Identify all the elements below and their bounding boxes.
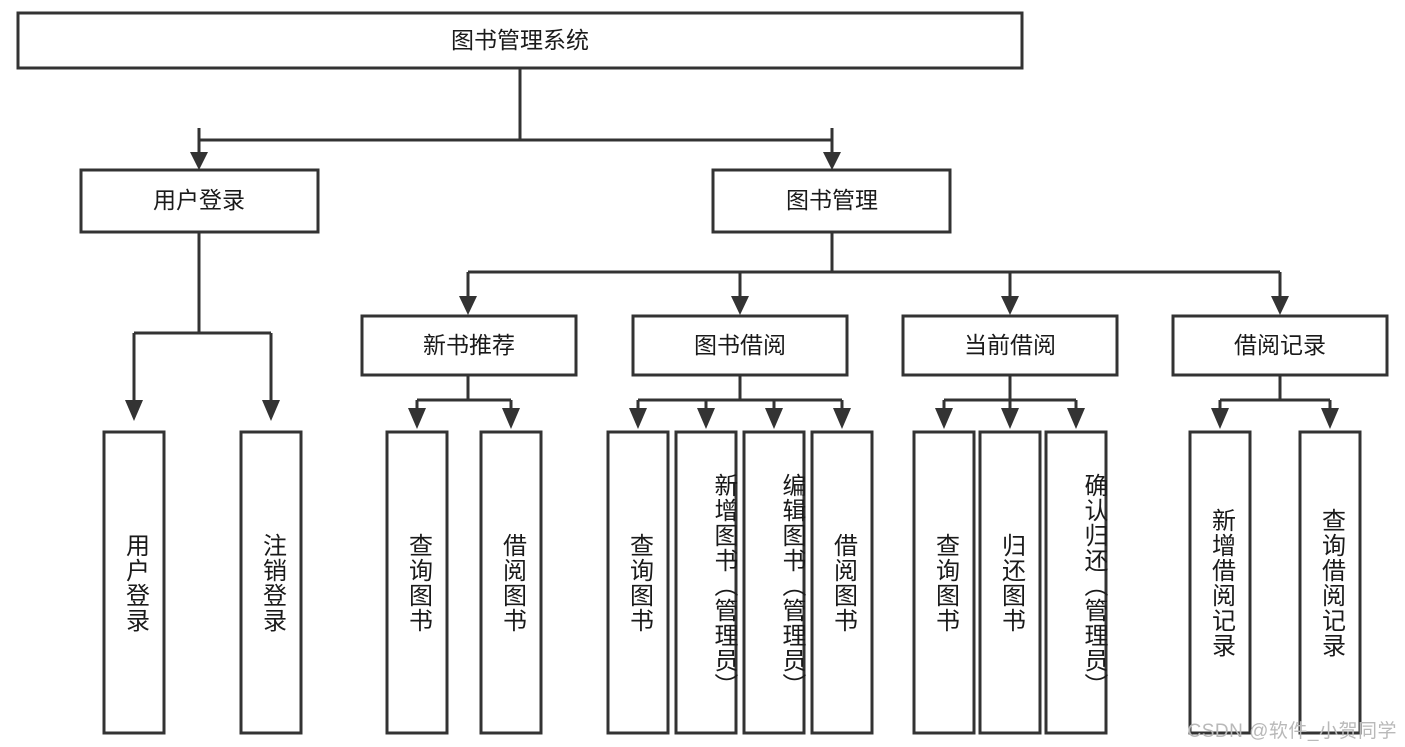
arrowhead-leaf-edit-book bbox=[765, 408, 783, 429]
arrowhead-borrow-record bbox=[1271, 296, 1289, 315]
leaf-box-add-record[interactable] bbox=[1188, 430, 1252, 735]
leaf-box-confirm-return[interactable] bbox=[1044, 430, 1108, 735]
node-book-management[interactable]: 图书管理 bbox=[711, 168, 952, 234]
node-user-login-label: 用户登录 bbox=[153, 187, 245, 213]
node-new-book-recommend-box[interactable] bbox=[360, 314, 578, 377]
arrowhead-leaf-query-book-2 bbox=[629, 408, 647, 429]
node-current-borrow[interactable]: 当前借阅 bbox=[901, 314, 1119, 377]
arrowhead-leaf-query-book-3 bbox=[935, 408, 953, 429]
arrowhead-leaf-add-record bbox=[1211, 408, 1229, 429]
node-book-management-box[interactable] bbox=[711, 168, 952, 234]
leaf-box-borrow-book-2[interactable] bbox=[810, 430, 874, 735]
node-current-borrow-label: 当前借阅 bbox=[964, 332, 1056, 358]
leaf-box-user-login[interactable] bbox=[102, 430, 166, 735]
watermark-text: CSDN @软件_小贺同学 bbox=[1187, 721, 1397, 742]
arrowhead-leaf-user-login bbox=[125, 400, 143, 421]
arrowhead-leaf-query-record bbox=[1321, 408, 1339, 429]
node-user-login[interactable]: 用户登录 bbox=[79, 168, 320, 234]
node-book-borrow[interactable]: 图书借阅 bbox=[631, 314, 849, 377]
arrowhead-new-book-recommend bbox=[459, 296, 477, 315]
node-borrow-record-label: 借阅记录 bbox=[1234, 332, 1326, 358]
node-current-borrow-box[interactable] bbox=[901, 314, 1119, 377]
arrowhead-current-borrow bbox=[1001, 296, 1019, 315]
leaf-box-query-book-3[interactable] bbox=[912, 430, 976, 735]
arrowhead-book-management bbox=[823, 152, 841, 170]
arrowhead-leaf-return-book bbox=[1001, 408, 1019, 429]
connector-group-book-management bbox=[459, 232, 1289, 315]
arrowhead-leaf-query-book-1 bbox=[408, 408, 426, 429]
connector-group-root bbox=[190, 68, 841, 170]
node-root-label: 图书管理系统 bbox=[451, 27, 589, 53]
node-user-login-box[interactable] bbox=[79, 168, 320, 234]
node-book-borrow-label: 图书借阅 bbox=[694, 332, 786, 358]
leaf-box-logout[interactable] bbox=[239, 430, 303, 735]
connector-group-new-book-recommend bbox=[408, 375, 520, 429]
leaf-box-query-book-2[interactable] bbox=[606, 430, 670, 735]
arrowhead-user-login bbox=[190, 152, 208, 170]
leaf-box-edit-book[interactable] bbox=[742, 430, 806, 735]
node-root-box[interactable] bbox=[16, 11, 1024, 70]
leaf-box-query-book-1[interactable] bbox=[385, 430, 449, 735]
connector-group-borrow-record bbox=[1211, 375, 1339, 429]
leaf-box-return-book[interactable] bbox=[978, 430, 1042, 735]
node-book-management-label: 图书管理 bbox=[786, 187, 878, 213]
leaf-boxes bbox=[102, 430, 1362, 735]
connector-group-current-borrow bbox=[935, 375, 1085, 429]
arrowhead-leaf-borrow-book-2 bbox=[833, 408, 851, 429]
arrowhead-leaf-add-book bbox=[697, 408, 715, 429]
node-new-book-recommend-label: 新书推荐 bbox=[423, 332, 515, 358]
arrowhead-leaf-confirm-return bbox=[1067, 408, 1085, 429]
connector-group-book-borrow bbox=[629, 375, 851, 429]
node-borrow-record[interactable]: 借阅记录 bbox=[1171, 314, 1389, 377]
connector-group-user-login bbox=[125, 232, 280, 421]
arrowhead-leaf-logout bbox=[262, 400, 280, 421]
node-book-borrow-box[interactable] bbox=[631, 314, 849, 377]
node-new-book-recommend[interactable]: 新书推荐 bbox=[360, 314, 578, 377]
arrowhead-leaf-borrow-book-1 bbox=[502, 408, 520, 429]
leaf-box-query-record[interactable] bbox=[1298, 430, 1362, 735]
arrowhead-book-borrow bbox=[731, 296, 749, 315]
node-root[interactable]: 图书管理系统 bbox=[16, 11, 1024, 70]
leaf-box-add-book[interactable] bbox=[674, 430, 738, 735]
leaf-box-borrow-book-1[interactable] bbox=[479, 430, 543, 735]
node-borrow-record-box[interactable] bbox=[1171, 314, 1389, 377]
